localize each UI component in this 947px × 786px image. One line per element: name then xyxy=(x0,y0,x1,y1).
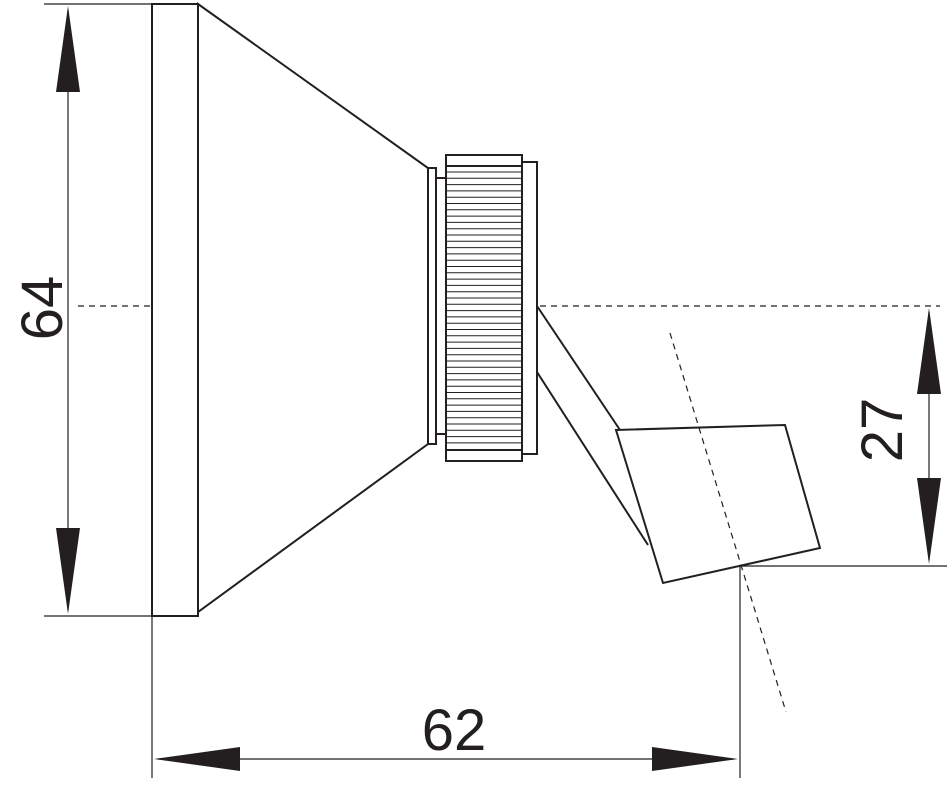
swivel-arm xyxy=(536,305,649,546)
knurl-lines xyxy=(446,171,522,444)
dimension-height: 64 xyxy=(10,3,152,617)
collar xyxy=(427,167,437,445)
collar-inner xyxy=(435,177,447,435)
dimension-offset: 27 xyxy=(740,308,947,567)
arrow-down-icon xyxy=(917,478,941,564)
arrow-right-icon xyxy=(652,747,738,771)
knurled-nut xyxy=(445,154,523,462)
arrow-left-icon xyxy=(154,747,240,771)
holder-axis xyxy=(669,332,787,713)
arrow-down-icon xyxy=(56,528,80,614)
dimension-label-offset: 27 xyxy=(850,398,915,463)
conical-body xyxy=(197,2,429,614)
dimension-label-width: 62 xyxy=(422,698,487,763)
dimension-label-height: 64 xyxy=(10,276,75,341)
arrow-up-icon xyxy=(917,308,941,394)
nut-flange xyxy=(521,161,538,455)
arrow-up-icon xyxy=(56,6,80,92)
holder-head xyxy=(614,423,822,585)
base-plate xyxy=(151,3,199,617)
dimension-width: 62 xyxy=(151,565,741,778)
